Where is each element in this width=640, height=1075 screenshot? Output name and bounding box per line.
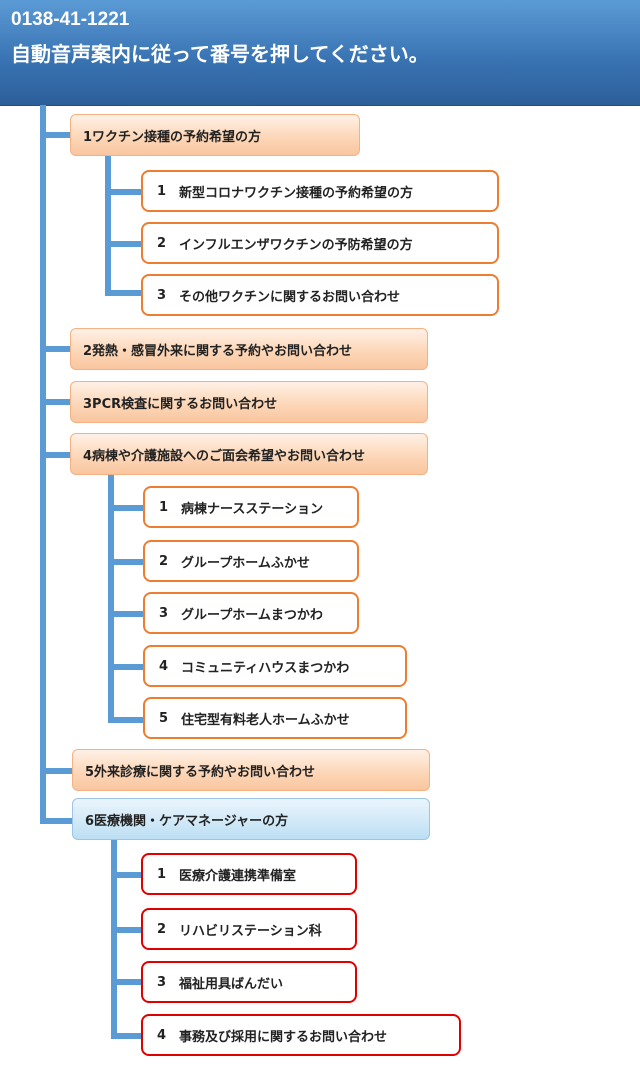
option-label: コミュニティハウスまつかわ [181,660,350,676]
option-label: 事務及び採用に関するお問い合わせ [179,1029,388,1045]
category-3-label: 3PCR検査に関するお問い合わせ [83,396,278,412]
option-label: その他ワクチンに関するお問い合わせ [179,289,401,305]
category-3: 3PCR検査に関するお問い合わせ [70,381,428,423]
category-5-label: 5外来診療に関する予約やお問い合わせ [85,764,316,780]
option-label: 福祉用具ばんだい [179,976,284,992]
connector-sub-6-2 [111,927,143,933]
option-number: 1 [157,183,167,199]
option-4-4: 4 コミュニティハウスまつかわ [143,645,407,687]
option-1-3: 3 その他ワクチンに関するお問い合わせ [141,274,499,316]
header-banner: 0138-41-1221 自動音声案内に従って番号を押してください。 [0,0,640,106]
option-6-2: 2 リハビリステーション科 [141,908,357,950]
guidance-text: 自動音声案内に従って番号を押してください。 [11,42,429,66]
connector-cat-3 [40,399,70,405]
option-label: グループホームふかせ [181,555,310,571]
option-1-1: 1 新型コロナワクチン接種の予約希望の方 [141,170,499,212]
option-4-2: 2 グループホームふかせ [143,540,359,582]
connector-cat-5 [40,768,72,774]
connector-sub-4-4 [108,664,144,670]
option-number: 5 [159,710,169,726]
connector-cat-4 [40,452,70,458]
option-number: 1 [157,866,167,882]
option-6-4: 4 事務及び採用に関するお問い合わせ [141,1014,461,1056]
connector-sub-4-5 [108,717,144,723]
connector-sub-4-1 [108,505,144,511]
option-number: 3 [159,605,169,621]
connector-cat-2 [40,346,70,352]
option-label: 医療介護連携準備室 [179,868,297,884]
connector-cat-1 [40,132,70,138]
option-number: 2 [157,235,167,251]
option-4-3: 3 グループホームまつかわ [143,592,359,634]
connector-sub-1-2 [105,241,141,247]
option-4-1: 1 病棟ナースステーション [143,486,359,528]
option-4-5: 5 住宅型有料老人ホームふかせ [143,697,407,739]
option-label: リハビリステーション科 [179,923,322,939]
category-5: 5外来診療に関する予約やお問い合わせ [72,749,430,791]
option-label: 病棟ナースステーション [181,501,324,517]
connector-sub-6-3 [111,979,143,985]
option-number: 4 [157,1027,167,1043]
category-6: 6医療機関・ケアマネージャーの方 [72,798,430,840]
option-label: 新型コロナワクチン接種の予約希望の方 [179,185,414,201]
connector-sub-1-1 [105,189,141,195]
option-label: 住宅型有料老人ホームふかせ [181,712,350,728]
main-connector [40,105,46,824]
branch-connector-4 [108,475,114,723]
option-number: 4 [159,658,169,674]
option-number: 2 [159,553,169,569]
category-4-label: 4病棟や介護施設へのご面会希望やお問い合わせ [83,448,366,464]
connector-sub-4-2 [108,559,144,565]
category-2-label: 2発熱・感冒外来に関する予約やお問い合わせ [83,343,353,359]
connector-sub-4-3 [108,611,144,617]
option-6-3: 3 福祉用具ばんだい [141,961,357,1003]
option-number: 1 [159,499,169,515]
connector-cat-6 [40,818,72,824]
option-label: グループホームまつかわ [181,607,323,623]
connector-sub-6-1 [111,872,143,878]
connector-sub-6-4 [111,1033,143,1039]
category-1-label: 1ワクチン接種の予約希望の方 [83,129,262,145]
category-2: 2発熱・感冒外来に関する予約やお問い合わせ [70,328,428,370]
branch-connector-6 [111,840,117,1039]
option-label: インフルエンザワクチンの予防希望の方 [179,237,413,253]
option-number: 2 [157,921,167,937]
phone-number: 0138-41-1221 [11,9,130,30]
category-4: 4病棟や介護施設へのご面会希望やお問い合わせ [70,433,428,475]
connector-sub-1-3 [105,290,141,296]
option-number: 3 [157,974,167,990]
branch-connector-1 [105,155,111,296]
option-number: 3 [157,287,167,303]
category-6-label: 6医療機関・ケアマネージャーの方 [85,813,289,829]
category-1: 1ワクチン接種の予約希望の方 [70,114,360,156]
option-1-2: 2 インフルエンザワクチンの予防希望の方 [141,222,499,264]
option-6-1: 1 医療介護連携準備室 [141,853,357,895]
